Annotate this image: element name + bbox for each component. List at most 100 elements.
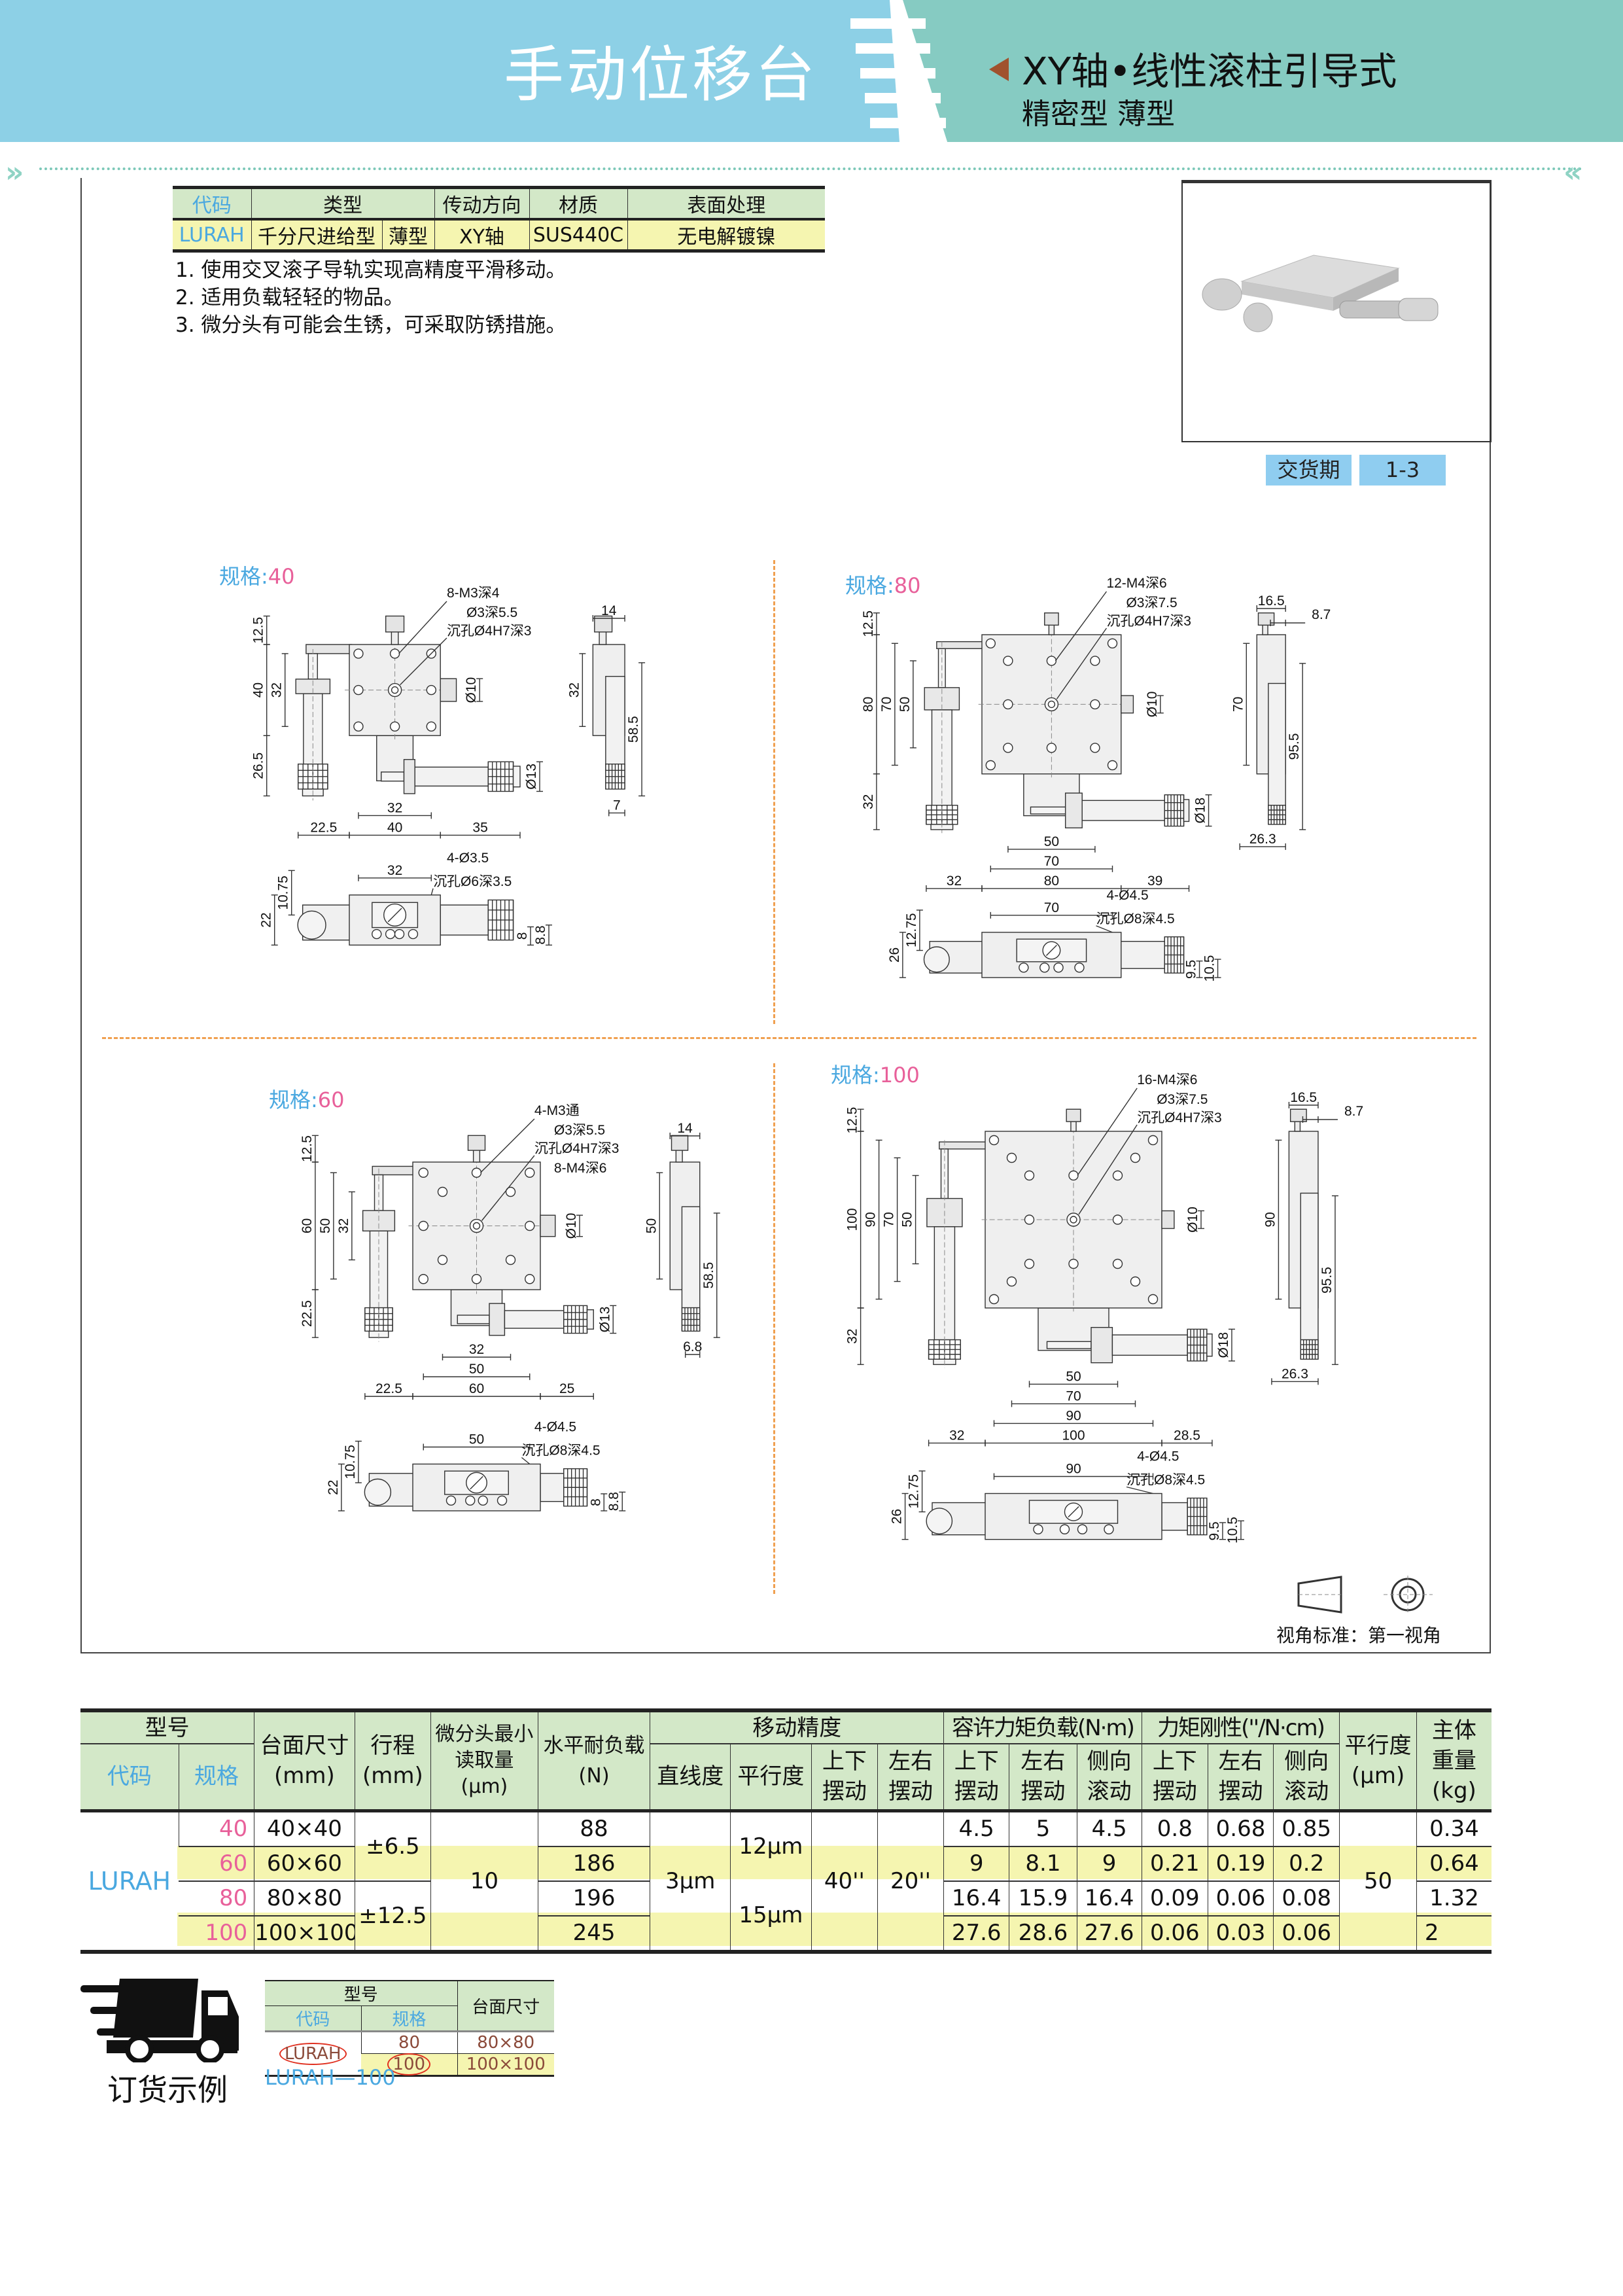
size-cell: 100×100 — [457, 2053, 554, 2076]
table-row: LURAH 40 40×40 ±6.5 10 88 3μm 12μm 40'' … — [80, 1810, 1492, 1952]
header-code: 代码 — [173, 187, 251, 221]
micrometer-cap — [930, 824, 954, 830]
micrometer-bracket — [939, 1141, 988, 1150]
parallelism-cell: 15μm — [730, 1881, 812, 1952]
size-cell: 80×80 — [254, 1881, 355, 1916]
header-stroke: 行程 (mm) — [354, 1710, 431, 1812]
load-cell: 88 — [537, 1810, 650, 1847]
dimension-label: 32 — [270, 682, 285, 698]
lock-knob-neck — [1048, 624, 1055, 635]
dimension-label: 39 — [1147, 874, 1162, 889]
header-flatness: 平行度 (μm) — [1339, 1710, 1417, 1812]
lock-knob-neck — [391, 630, 399, 645]
dimension-label: Ø3深7.5 — [1157, 1092, 1208, 1107]
delivery-truck-icon — [80, 1979, 239, 2062]
dimension-label: 8 — [515, 932, 530, 940]
micrometer-collar — [1091, 1327, 1113, 1364]
side-micrometer — [681, 1206, 701, 1309]
value-material: SUS440C — [529, 219, 627, 251]
stiffness-cell: 0.06 — [1273, 1915, 1340, 1952]
table-row: 60 60×60 186 9 8.1 9 0.21 0.19 0.2 0.64 — [80, 1846, 1492, 1882]
dimension-label: 90 — [1263, 1212, 1278, 1227]
banner-teal — [903, 0, 1623, 142]
dimension-label: 沉孔Ø8深4.5 — [1126, 1473, 1205, 1488]
dimension-label: 32 — [387, 800, 402, 815]
knurled-thimble — [297, 764, 328, 790]
mounting-hole — [988, 1294, 1000, 1305]
side-knob-neck — [1262, 624, 1268, 635]
stiffness-cell: 0.2 — [1273, 1846, 1340, 1882]
mounting-hole — [505, 1254, 516, 1265]
header-spec: 规格 — [360, 2005, 457, 2032]
dimension-label: 60 — [300, 1218, 315, 1233]
mounting-hole — [985, 760, 996, 771]
mounting-hole — [418, 1167, 428, 1178]
bottom-view-body — [412, 1463, 541, 1511]
dimension-label: 22.5 — [300, 1300, 315, 1327]
dimension-label: 9.5 — [1207, 1521, 1222, 1540]
drawing-title-100: 规格:100 — [831, 1063, 920, 1087]
dimension-label: 70 — [882, 1212, 897, 1227]
micrometer-bracket — [450, 1289, 503, 1326]
banner-comb — [850, 18, 946, 128]
mounting-hole — [505, 1186, 516, 1197]
mounting-hole — [1112, 1170, 1123, 1181]
micrometer-sleeve — [303, 693, 323, 765]
weight-cell: 1.32 — [1416, 1881, 1492, 1916]
dimension-label: 70 — [1044, 900, 1059, 915]
bottom-view-roller — [364, 1478, 392, 1506]
dimension-label: 90 — [1066, 1408, 1081, 1423]
load-cell: 245 — [537, 1915, 650, 1952]
locating-pin-hole — [391, 686, 399, 694]
header-size: 台面尺寸 — [457, 1981, 554, 2032]
header-s-roll: 侧向 滚动 — [1273, 1744, 1340, 1812]
dimension-label: 95.5 — [1287, 733, 1302, 760]
micrometer-spindle — [457, 1315, 490, 1324]
header-material: 材质 — [529, 187, 627, 221]
dimension-label: 12.75 — [904, 913, 919, 947]
clamp-knob — [540, 1214, 556, 1237]
mounting-hole — [525, 1274, 535, 1284]
screw-head — [1074, 963, 1085, 973]
size-cell: 100×100 — [254, 1915, 355, 1952]
leader-line — [1077, 1087, 1138, 1176]
micrometer-spindle — [374, 1174, 384, 1211]
micrometer-bracket — [936, 641, 985, 649]
dimension-label: 35 — [472, 820, 487, 835]
mounting-hole — [389, 648, 400, 659]
moment-cell: 16.4 — [943, 1881, 1009, 1916]
dimension-label: 8 — [588, 1498, 603, 1506]
dimension-label: 22 — [259, 912, 274, 927]
value-type: 千分尺进给型 — [251, 219, 382, 251]
dimension-label: 32 — [387, 863, 402, 878]
mounting-hole — [1130, 1276, 1141, 1287]
mounting-hole — [437, 1186, 448, 1197]
dimension-label: 50 — [644, 1218, 659, 1233]
mounting-hole — [426, 684, 436, 696]
micrometer-cell: 10 — [430, 1810, 538, 1952]
header-model: 型号 — [265, 1981, 457, 2006]
header-surface: 表面处理 — [627, 187, 825, 221]
stage-top-plate — [981, 634, 1122, 775]
dimension-label: Ø18 — [1216, 1332, 1231, 1358]
product-photo — [1202, 255, 1439, 332]
dimension-label: 9.5 — [1184, 960, 1199, 979]
dimension-label: 32 — [861, 794, 876, 809]
leader-line — [521, 1457, 531, 1465]
dimension-label: 26 — [890, 1509, 905, 1524]
mounting-hole — [437, 1254, 448, 1265]
header-spec: 规格 — [178, 1744, 254, 1812]
stiffness-cell: 0.19 — [1207, 1846, 1274, 1882]
dimension-label: 7 — [613, 798, 621, 813]
dimension-label: Ø3深5.5 — [466, 605, 517, 620]
drawing-title-80: 规格:80 — [845, 573, 921, 598]
knurled-thimble — [563, 1468, 588, 1507]
dimension-label: 8.8 — [606, 1492, 621, 1511]
mounting-hole — [1068, 1258, 1079, 1269]
stiffness-cell: 0.03 — [1207, 1915, 1274, 1952]
selected-spec: 100 — [387, 2053, 431, 2075]
moment-cell: 27.6 — [1076, 1915, 1142, 1952]
dimension-label: 8-M4深6 — [554, 1161, 607, 1176]
side-knob-neck — [599, 630, 607, 645]
header-s-pitch: 上下 摆动 — [1141, 1744, 1208, 1812]
